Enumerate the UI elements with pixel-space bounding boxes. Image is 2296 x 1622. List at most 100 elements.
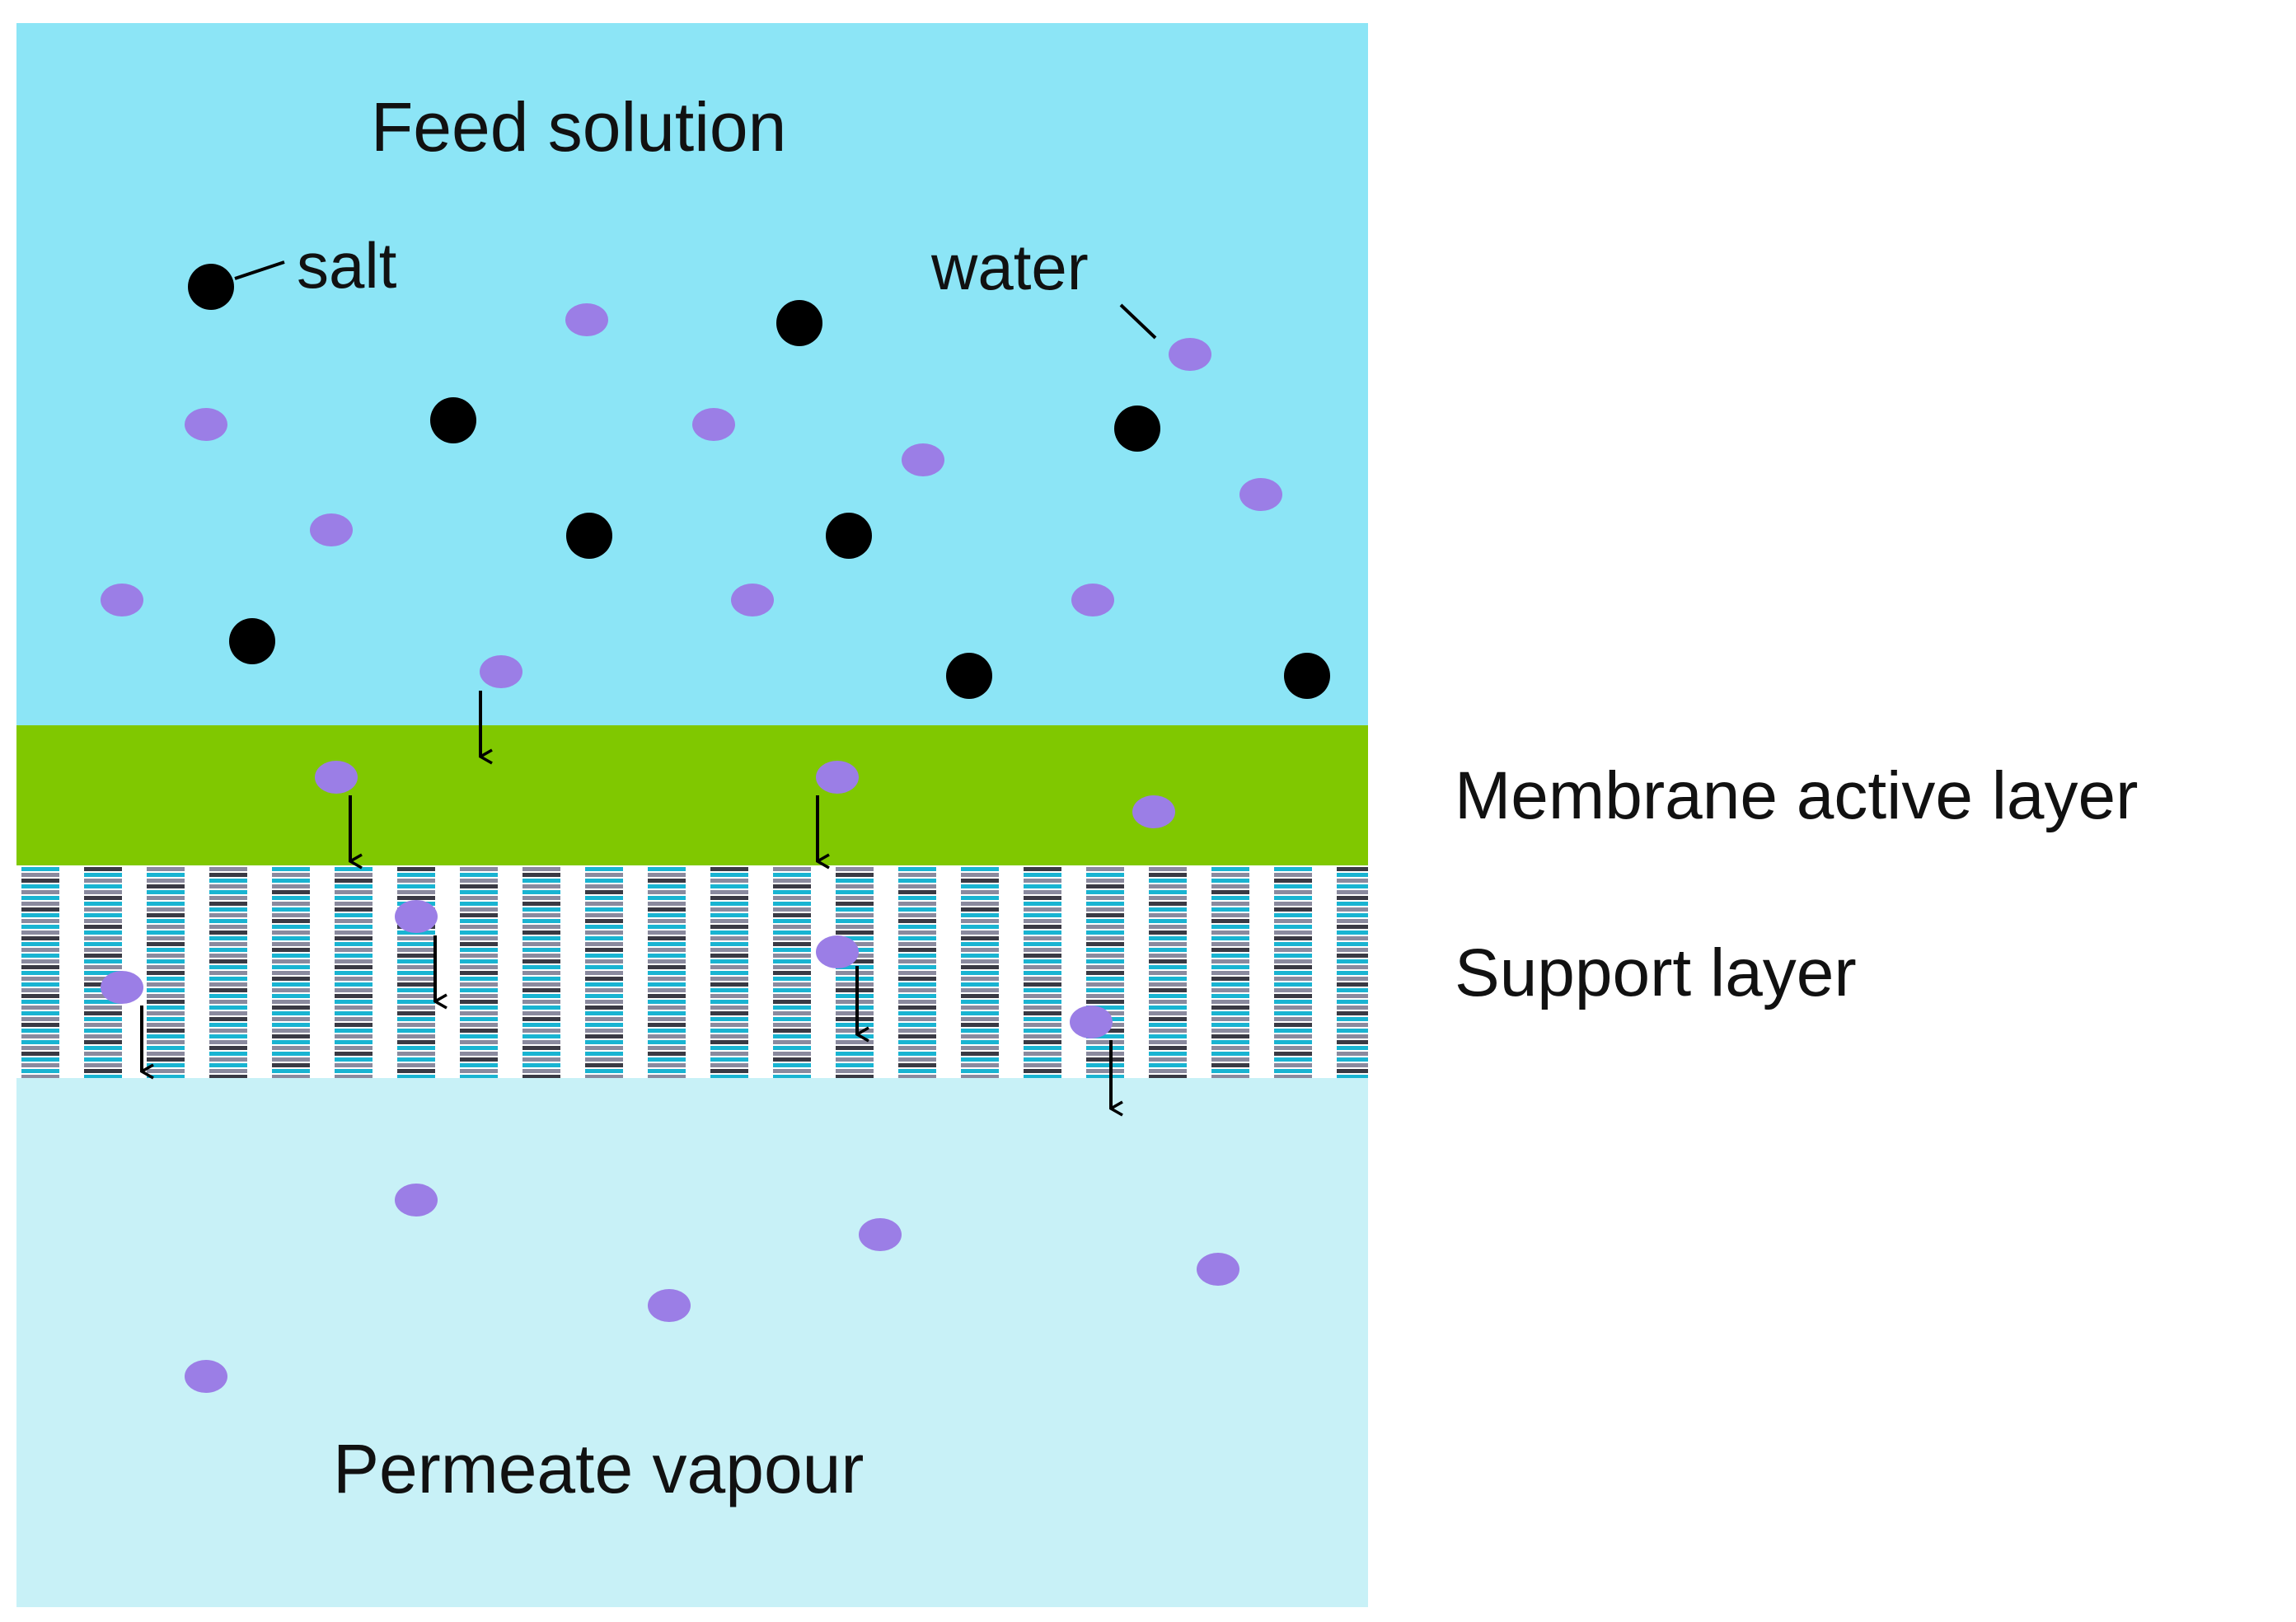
support-texture-dash xyxy=(585,954,623,958)
support-texture-dash xyxy=(21,965,59,969)
support-texture-dash xyxy=(773,896,811,900)
support-texture-dash xyxy=(1274,1034,1312,1038)
support-texture-dash xyxy=(1149,931,1187,935)
support-texture-dash xyxy=(21,884,59,888)
support-texture-dash xyxy=(648,954,686,958)
support-texture-dash xyxy=(335,971,373,975)
support-texture-dash xyxy=(272,873,310,877)
support-texture-dash xyxy=(961,977,999,981)
salt-particle xyxy=(430,397,476,443)
support-texture-dash xyxy=(335,1063,373,1067)
support-texture-dash xyxy=(898,1052,936,1056)
support-texture-dash xyxy=(1149,907,1187,912)
permeate-region xyxy=(16,1078,1368,1607)
support-texture-dash xyxy=(522,1034,560,1038)
support-texture-dash xyxy=(460,1040,498,1044)
support-texture-dash xyxy=(961,913,999,917)
support-texture-dash xyxy=(84,977,122,981)
support-texture-dash xyxy=(648,1023,686,1027)
support-texture-dash xyxy=(898,890,936,894)
support-texture-dash xyxy=(460,971,498,975)
support-texture-dash xyxy=(898,988,936,992)
support-texture-dash xyxy=(1211,1075,1249,1079)
water-particle xyxy=(902,443,944,476)
support-texture-dash xyxy=(21,902,59,906)
support-texture-dash xyxy=(1211,1017,1249,1021)
feed-solution-label: Feed solution xyxy=(371,88,787,166)
support-texture-dash xyxy=(961,1075,999,1079)
support-texture-dash xyxy=(961,931,999,935)
support-texture-dash xyxy=(272,1006,310,1010)
support-texture-dash xyxy=(1024,896,1061,900)
support-texture-dash xyxy=(84,925,122,929)
support-texture-dash xyxy=(836,867,874,871)
support-texture-dash xyxy=(585,902,623,906)
support-texture-dash xyxy=(272,896,310,900)
support-texture-dash xyxy=(773,1069,811,1073)
support-texture-dash xyxy=(460,954,498,958)
support-texture-dash xyxy=(1274,1069,1312,1073)
support-texture-dash xyxy=(84,971,122,975)
water-particle xyxy=(816,761,859,794)
support-texture-dash xyxy=(1274,959,1312,963)
support-texture-dash xyxy=(1024,1069,1061,1073)
support-texture-dash xyxy=(1086,965,1124,969)
support-texture-dash xyxy=(1211,1063,1249,1067)
support-texture-dash xyxy=(1274,965,1312,969)
support-texture-dash xyxy=(272,936,310,940)
support-texture-dash xyxy=(21,1017,59,1021)
support-pore-column xyxy=(1086,867,1124,1079)
support-texture-dash xyxy=(1274,942,1312,946)
support-texture-dash xyxy=(710,913,748,917)
support-texture-dash xyxy=(209,977,247,981)
support-texture-dash xyxy=(1149,982,1187,987)
support-texture-dash xyxy=(648,1057,686,1062)
support-texture-dash xyxy=(147,931,185,935)
support-texture-dash xyxy=(836,1034,874,1038)
support-texture-dash xyxy=(272,1063,310,1067)
support-texture-dash xyxy=(460,879,498,883)
support-texture-dash xyxy=(522,1011,560,1015)
support-texture-dash xyxy=(1274,1006,1312,1010)
support-texture-dash xyxy=(1337,1052,1368,1056)
support-pore-column xyxy=(648,867,686,1079)
support-texture-dash xyxy=(836,1040,874,1044)
support-texture-dash xyxy=(460,907,498,912)
support-texture-dash xyxy=(1211,1023,1249,1027)
support-texture-dash xyxy=(961,988,999,992)
support-texture-dash xyxy=(1337,884,1368,888)
support-texture-dash xyxy=(1274,925,1312,929)
support-texture-dash xyxy=(335,1029,373,1033)
support-texture-dash xyxy=(961,1040,999,1044)
support-texture-dash xyxy=(836,988,874,992)
support-texture-dash xyxy=(898,873,936,877)
support-texture-dash xyxy=(1149,965,1187,969)
water-particle xyxy=(816,935,859,968)
support-texture-dash xyxy=(209,971,247,975)
support-texture-dash xyxy=(209,1006,247,1010)
support-texture-dash xyxy=(710,902,748,906)
support-texture-dash xyxy=(209,879,247,883)
support-texture-dash xyxy=(585,931,623,935)
support-texture-dash xyxy=(460,994,498,998)
support-texture-dash xyxy=(209,948,247,952)
support-texture-dash xyxy=(773,902,811,906)
support-texture-dash xyxy=(1086,925,1124,929)
support-texture-dash xyxy=(1211,890,1249,894)
support-texture-dash xyxy=(1274,1029,1312,1033)
support-texture-dash xyxy=(836,1023,874,1027)
support-texture-dash xyxy=(1211,896,1249,900)
support-texture-dash xyxy=(1337,902,1368,906)
support-texture-dash xyxy=(1211,994,1249,998)
support-texture-dash xyxy=(272,913,310,917)
support-texture-dash xyxy=(898,954,936,958)
support-texture-dash xyxy=(585,936,623,940)
support-texture-dash xyxy=(1211,1000,1249,1004)
support-texture-dash xyxy=(272,954,310,958)
support-pore-column xyxy=(21,867,59,1079)
support-texture-dash xyxy=(898,1034,936,1038)
support-texture-dash xyxy=(522,919,560,923)
support-texture-dash xyxy=(1149,959,1187,963)
support-texture-dash xyxy=(147,965,185,969)
support-texture-dash xyxy=(522,1075,560,1079)
